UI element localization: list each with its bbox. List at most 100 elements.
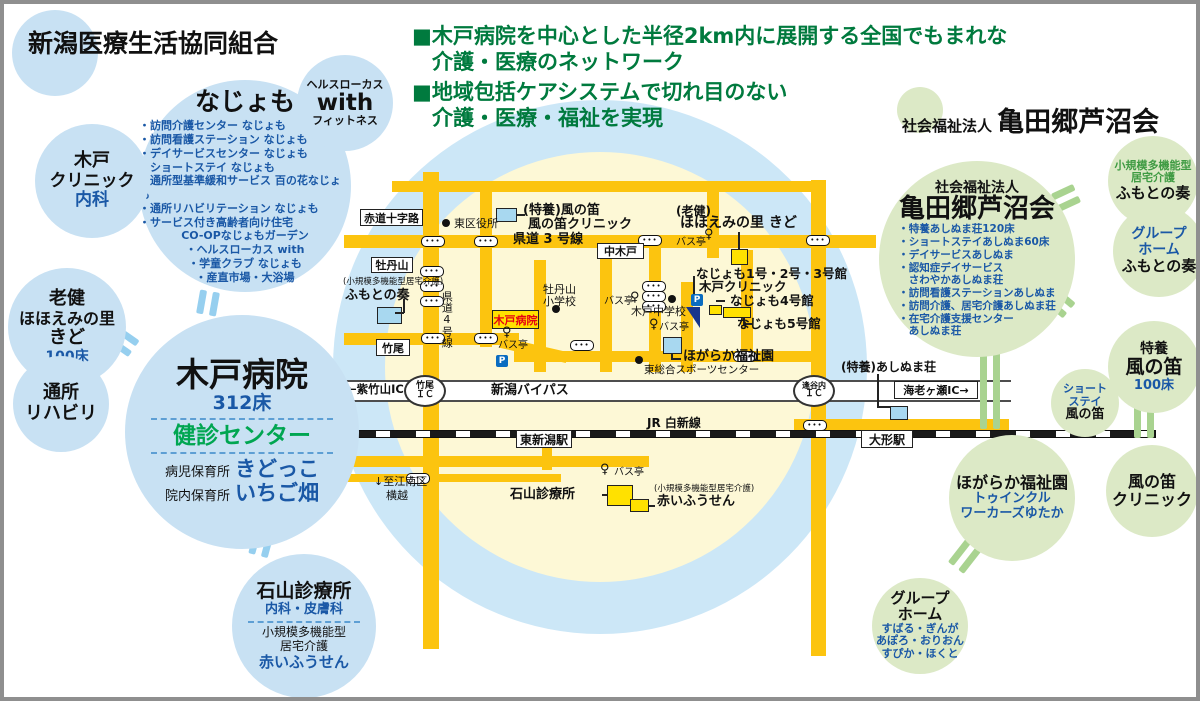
hogaraka-leader-h [671,358,681,360]
botanyama-school-label: 牡丹山 小学校 [543,283,576,309]
bus-stop-icon [420,281,444,292]
najomo123-leader [693,276,695,298]
bus-stop-icon [638,235,662,246]
divider [247,620,361,623]
list-item: ・ショートステイあしぬま60床 [898,235,1050,248]
road-v3 [534,260,546,372]
hogaraka-sub1: トゥインクル [973,491,1051,507]
sports-center-dot [635,356,643,364]
hospital-name: 木戸病院 [176,355,308,395]
deco-circle-title [12,10,98,96]
takeo-ic-label2: ＩＣ [415,390,434,400]
ashinuma-map-label: (特養)あしぬま荘 [841,360,936,374]
kido-jhs-dot [668,295,676,303]
najomo-title: なじょも [194,86,295,116]
rouken-prefix-label: (老健) [676,204,711,218]
najomo-service-list: ・訪問介護センター なじょも ・訪問看護ステーション なじょも ・デイサービスセ… [139,119,351,284]
divider [150,452,334,455]
ogata-station-box: 大形駅 [861,430,913,448]
bus-pole-icon: ♀ [502,325,512,340]
list-item: ・サービス付き高齢者向け住宅 [139,215,293,229]
najomo4-label: なじょも4号館 [730,293,814,308]
map-area: P P 赤道十字路 中木戸 牡丹山 竹尾 海老ヶ瀬IC→ 東新潟駅 大形駅 木戸… [4,4,1196,697]
connector-kaze-clinic [1134,404,1154,438]
kido-clinic-circle: 木戸 クリニック 内科 [35,124,149,238]
nursery2-name: いちご畑 [235,481,320,506]
higashi-niigata-label: 東新潟駅 [519,432,568,447]
group-home-circle: グループ ホーム すばる・ぎんが あぽろ・おりおん すぴか・ほくと [872,578,968,674]
gh-fumoto-name: ふもとの奏 [1121,257,1197,276]
headline-line1: ■木戸病院を中心とした半径2km内に展開する全国でもまれな [412,24,1008,48]
kaze-clinic-line1: 風の笛 [1127,471,1176,491]
bus-stop-icon [420,266,444,277]
fumoto-leader-v [403,299,405,313]
bus-pole-icon: ♀ [704,227,714,242]
fumoto-type2: 居宅介護 [1131,171,1175,185]
ashinuma-leader-v [877,374,879,408]
hogaraka-name: ほがらか福祉園 [955,472,1068,492]
rouken-line3: きど [49,327,85,349]
fumoto-map-label: ふもとの奏 [345,288,410,303]
connector-main-hogaraka [980,351,1000,429]
kido-hospital-circle: 木戸病院 312床 健診センター 病児保育所 きどっこ 院内保育所 いちご畑 [125,315,359,549]
tokuyo-beds: 100床 [1133,377,1175,393]
ishiyama-type2: 居宅介護 [279,638,328,653]
kido-hospital-map-box: 木戸病院 [492,310,539,329]
ashinuma-building [890,406,908,420]
botanyama-label-box: 牡丹山 [371,257,413,273]
hogaraka-sub2: ワーカーズゆたか [960,506,1064,522]
nursery-row: 院内保育所 いちご畑 [165,481,319,505]
gh-name2: あぽろ・おりおん [876,634,964,648]
tokuyo-kaze-circle: 特養 風の笛 100床 [1108,321,1196,413]
list-item: ・ショートステイ なじょも [139,160,275,174]
najomo5-leader-v [743,317,745,324]
aigauchi-ic-label2: ＩＣ [804,389,823,400]
sekido-label-box: 赤道十字路 [360,209,423,226]
with-fitness-circle: ヘルスローカス with フィットネス [297,55,393,151]
tsusho-line1: 通所 [43,382,79,404]
kido-jhs-label: 木戸中学校 [631,305,686,318]
list-item: ・在宅介護支援センター [898,312,1014,325]
takeo-ic: 竹尾 ＩＣ [404,375,446,407]
nakakido-label-box: 中木戸 [597,243,644,259]
with-line2: with [316,89,374,116]
ogata-label: 大形駅 [868,432,905,447]
list-item: ・デイサービスセンター なじょも [139,146,308,160]
kaze-tokuyo-label: (特養)風の笛 [523,203,600,218]
road-top [392,181,822,192]
botanyama-school-line2: 小学校 [543,295,576,309]
bus-stop-label: バス亭 [604,296,634,307]
hogaraka-building [663,337,682,354]
akai-fusen-building [630,499,649,512]
akai-type-label: (小規模多機能型居宅介護) [654,484,755,494]
bus-stop-icon [420,296,444,307]
bus-stop-icon [474,236,498,247]
tsusho-rehab-circle: 通所 リハビリ [13,356,109,452]
with-line1: ヘルスローカス [306,77,384,91]
list-item: CO-OPなじょもガーデン [181,229,309,243]
jr-rail-line [349,430,1156,438]
bus-stop-icon [806,235,830,246]
list-item: ・訪問介護、居宅介護あしぬま荘 [898,299,1056,312]
ashinuma-main-circle: 社会福祉法人 亀田郷芦沼会 ・特養あしぬま荘120床 ・ショートステイあしぬま6… [879,161,1075,357]
road-h8 [344,456,649,467]
shichikuyama-label: ←紫竹山IC [347,382,404,396]
takeo-label-box: 竹尾 [376,339,410,356]
takeo-label: 竹尾 [382,341,404,355]
list-item: ・ヘルスローカス with [185,243,305,257]
najomo123-label: なじょも1号・2号・3号館 [696,266,848,281]
list-item: ・学童クラブ なじょも [188,256,302,270]
road-h9 [344,474,561,482]
list-item: ・訪問看護ステーションあしぬま [898,287,1056,300]
road-v2 [480,182,492,347]
hospital-kenshin: 健診センター [173,422,311,449]
list-item: あしぬま荘 [898,325,962,338]
ishiyama-dept: 内科・皮膚科 [264,602,343,618]
tokuyo-name: 風の笛 [1125,355,1183,378]
connector-najomo-hospital [196,289,220,317]
shortstay-line1: ショート [1063,381,1107,395]
sekido-label: 赤道十字路 [364,211,419,225]
list-item: ・訪問看護ステーション なじょも [139,133,308,147]
bus-stop-label: バス亭 [676,237,706,248]
